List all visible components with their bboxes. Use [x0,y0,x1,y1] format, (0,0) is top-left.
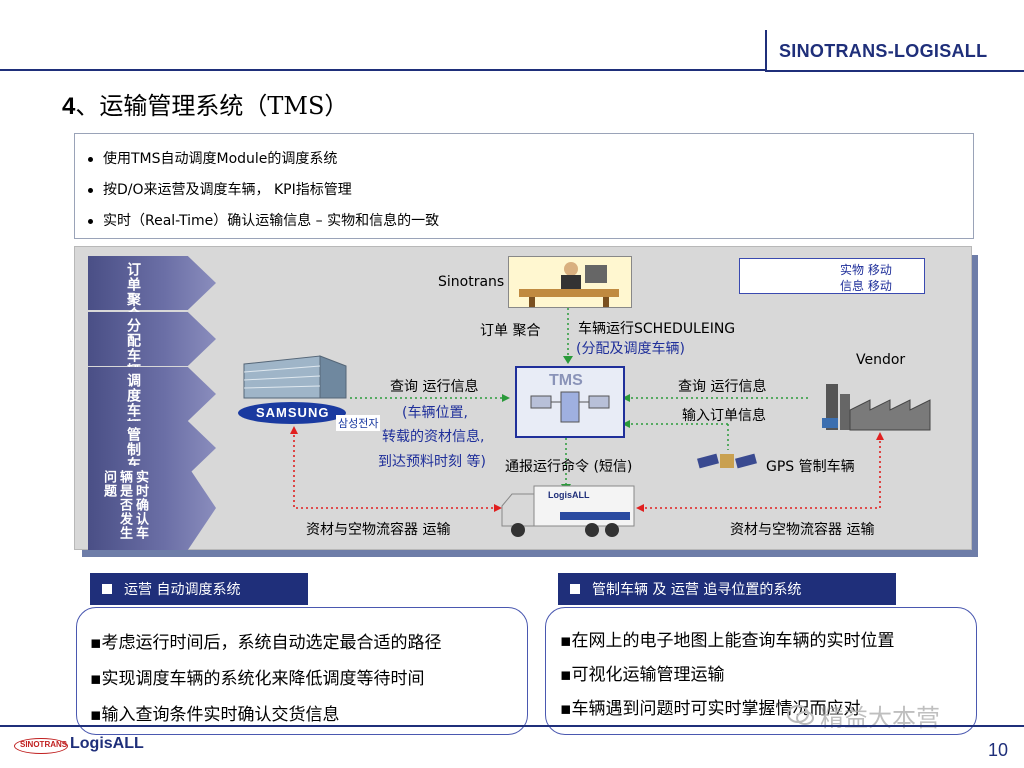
building-icon [243,355,347,399]
arrow-head [636,504,644,512]
wechat-icon [786,704,814,726]
left-panel-item: ▪实现调度车辆的系统化来降低调度等待时间 [90,669,425,689]
query-left-sub1: (车辆位置, [402,405,468,421]
transport-right-label: 资材与空物流容器 运输 [730,522,875,538]
factory-icon [822,384,931,431]
right-panel-item: ▪可视化运输管理运输 [560,665,725,685]
physical-line-left [293,430,498,509]
query-left-sub2: 转载的资材信息, [382,429,485,445]
sinotrans-logo [14,738,68,754]
legend-physical: 实物 移动 [840,263,892,277]
server-icon [530,391,610,423]
header-divider [0,69,767,71]
stage-arrow [88,312,216,366]
right-panel-box [545,607,977,735]
sinotrans-label: Sinotrans [438,274,505,290]
stage-label: 订单聚合 [125,262,141,322]
physical-line-right [640,436,881,509]
truck-image [500,482,636,540]
sinotrans-logo-text: SINOTRANS [20,740,68,749]
satellite-icon [697,453,757,469]
vendor-label: Vendor [856,352,906,368]
left-panel-item: ▪输入查询条件实时确认交货信息 [90,705,340,725]
arrow-head [563,356,573,364]
summary-box [74,133,974,239]
left-panel-header: 运营 自动调度系统 [90,573,308,605]
samsung-kr-label: 삼성전자 [336,415,381,431]
truck-icon [501,485,635,537]
legend-box [739,258,925,294]
notify-label: 通报运行命令 (短信) [505,459,633,475]
office-worker-icon [519,262,619,307]
tms-box: TMS [515,366,625,438]
arrow-head [494,504,502,512]
page-title: 4、运输管理系统（TMS） [62,92,349,120]
arrow-head [290,426,298,434]
input-order-label: 输入订单信息 [682,408,766,424]
legend-info: 信息 移动 [840,279,892,293]
query-right-label: 查询 运行信息 [678,379,767,395]
schedule-sub-label: (分配及调度车辆) [576,341,685,357]
right-panel-item: ▪在网上的电子地图上能查询车辆的实时位置 [560,631,895,651]
left-panel-item: ▪考虑运行时间后，系统自动选定最合适的路径 [90,633,442,653]
footer-divider [0,725,1024,727]
gps-label: GPS 管制车辆 [766,459,855,475]
vendor-factory-image [818,380,946,432]
page-number: 10 [988,740,1009,760]
samsung-logo-text: SAMSUNG [256,405,330,420]
arrow-head [502,394,510,402]
stage-arrow [88,367,216,421]
samsung-logo [238,402,346,424]
left-panel-box [76,607,528,735]
watermark-text: 精益大本营 [820,704,940,732]
summary-bullet: 使用TMS自动调度Module的调度系统 [88,148,337,168]
truck-logo-text: LogisALL [548,490,590,500]
stage-arrow [88,256,216,310]
stage-label: 调度车辆 [125,373,141,433]
brand-box [765,30,1024,72]
gps-satellite-image [696,448,758,478]
brand-title: SINOTRANS-LOGISALL [779,41,988,61]
logisall-logo: LogisALL [70,735,144,752]
query-left-label: 查询 运行信息 [390,379,479,395]
summary-bullet: 按D/O来运营及调度车辆， KPI指标管理 [88,179,352,199]
schedule-label: 车辆运行SCHEDULEING [578,321,736,337]
transport-left-label: 资材与空物流容器 运输 [306,522,451,538]
query-left-sub3: 到达预料时刻 等) [378,454,486,470]
summary-bullet: 实时（Real-Time）确认运输信息 – 实物和信息的一致 [88,210,439,230]
order-merge-label: 订单 聚合 [480,323,541,339]
arrow-head [876,432,884,440]
arrow-head [622,420,630,428]
stage-label: 分配车辆 [125,318,141,378]
samsung-building-image [240,354,350,400]
tms-label: TMS [549,372,583,389]
stage-label: 实时确认车辆是否发生问题 [101,470,148,540]
right-panel-item: ▪车辆遇到问题时可实时掌握情况而应对 [560,699,861,719]
right-panel-header: 管制车辆 及 运营 追寻位置的系统 [558,573,896,605]
stage-arrow [88,466,216,550]
sinotrans-image [508,256,632,308]
arrow-head [622,394,630,402]
